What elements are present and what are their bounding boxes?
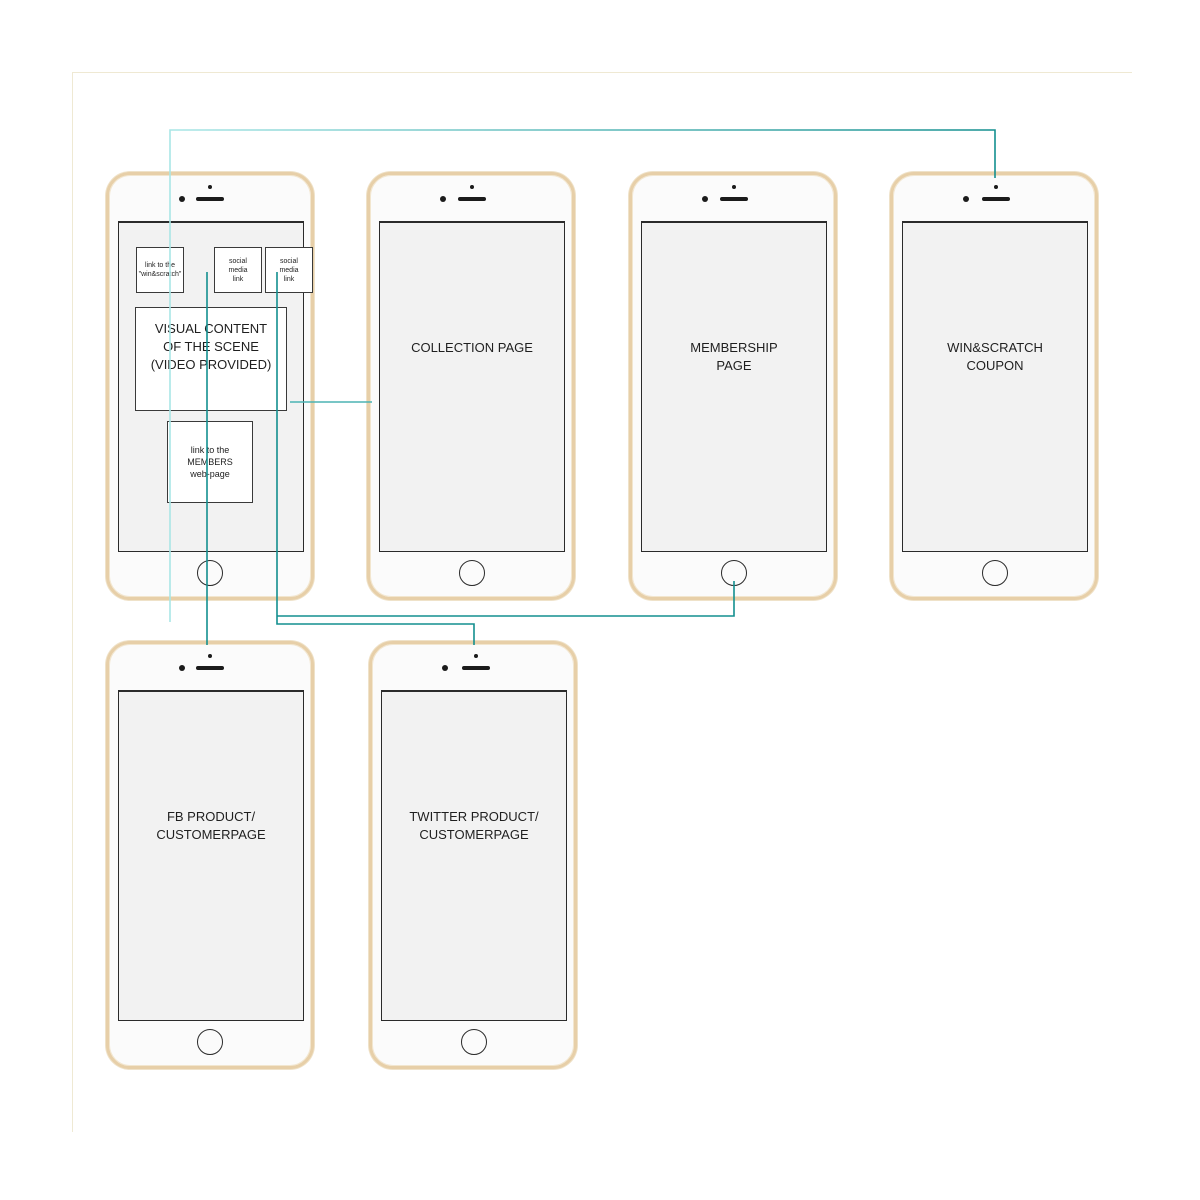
sensor-dot xyxy=(470,185,474,189)
sensor-dot xyxy=(994,185,998,189)
winscratch-coupon-label: WIN&SCRATCH COUPON xyxy=(947,340,1043,373)
phone-twitter: TWITTER PRODUCT/ CUSTOMERPAGE xyxy=(369,641,577,1069)
camera-dot xyxy=(442,665,448,671)
phone-membership: MEMBERSHIP PAGE xyxy=(629,172,837,600)
members-link-box[interactable]: link to the MEMBERS web-page xyxy=(167,421,253,503)
home-button[interactable] xyxy=(459,560,485,586)
membership-page-label: MEMBERSHIP PAGE xyxy=(690,340,778,373)
speaker-slot xyxy=(196,197,224,201)
screen-winscratch: WIN&SCRATCH COUPON xyxy=(902,221,1088,552)
sensor-dot xyxy=(208,185,212,189)
home-button[interactable] xyxy=(197,1029,223,1055)
diagram-frame xyxy=(72,72,1132,1132)
sensor-dot xyxy=(474,654,478,658)
phone-winscratch: WIN&SCRATCH COUPON xyxy=(890,172,1098,600)
speaker-slot xyxy=(458,197,486,201)
camera-dot xyxy=(179,196,185,202)
sensor-dot xyxy=(208,654,212,658)
visual-content-box: VISUAL CONTENT OF THE SCENE (VIDEO PROVI… xyxy=(135,307,287,411)
sensor-dot xyxy=(732,185,736,189)
screen-collection: COLLECTION PAGE xyxy=(379,221,565,552)
home-button[interactable] xyxy=(721,560,747,586)
social-media-link-box-2[interactable]: social media link xyxy=(265,247,313,293)
home-button[interactable] xyxy=(461,1029,487,1055)
home-button[interactable] xyxy=(197,560,223,586)
phone-main: link to the "win&scratch" social media l… xyxy=(106,172,314,600)
camera-dot xyxy=(179,665,185,671)
speaker-slot xyxy=(982,197,1010,201)
speaker-slot xyxy=(196,666,224,670)
collection-page-label: COLLECTION PAGE xyxy=(411,340,533,355)
link-winscratch-box[interactable]: link to the "win&scratch" xyxy=(136,247,184,293)
home-button[interactable] xyxy=(982,560,1008,586)
camera-dot xyxy=(702,196,708,202)
camera-dot xyxy=(963,196,969,202)
screen-main: link to the "win&scratch" social media l… xyxy=(118,221,313,552)
screen-membership: MEMBERSHIP PAGE xyxy=(641,221,827,552)
screen-twitter: TWITTER PRODUCT/ CUSTOMERPAGE xyxy=(381,690,567,1021)
twitter-page-label: TWITTER PRODUCT/ CUSTOMERPAGE xyxy=(409,809,539,842)
social-media-link-box-1[interactable]: social media link xyxy=(214,247,262,293)
phone-fb: FB PRODUCT/ CUSTOMERPAGE xyxy=(106,641,314,1069)
fb-page-label: FB PRODUCT/ CUSTOMERPAGE xyxy=(156,809,266,842)
speaker-slot xyxy=(462,666,490,670)
camera-dot xyxy=(440,196,446,202)
screen-fb: FB PRODUCT/ CUSTOMERPAGE xyxy=(118,690,304,1021)
speaker-slot xyxy=(720,197,748,201)
phone-collection: COLLECTION PAGE xyxy=(367,172,575,600)
